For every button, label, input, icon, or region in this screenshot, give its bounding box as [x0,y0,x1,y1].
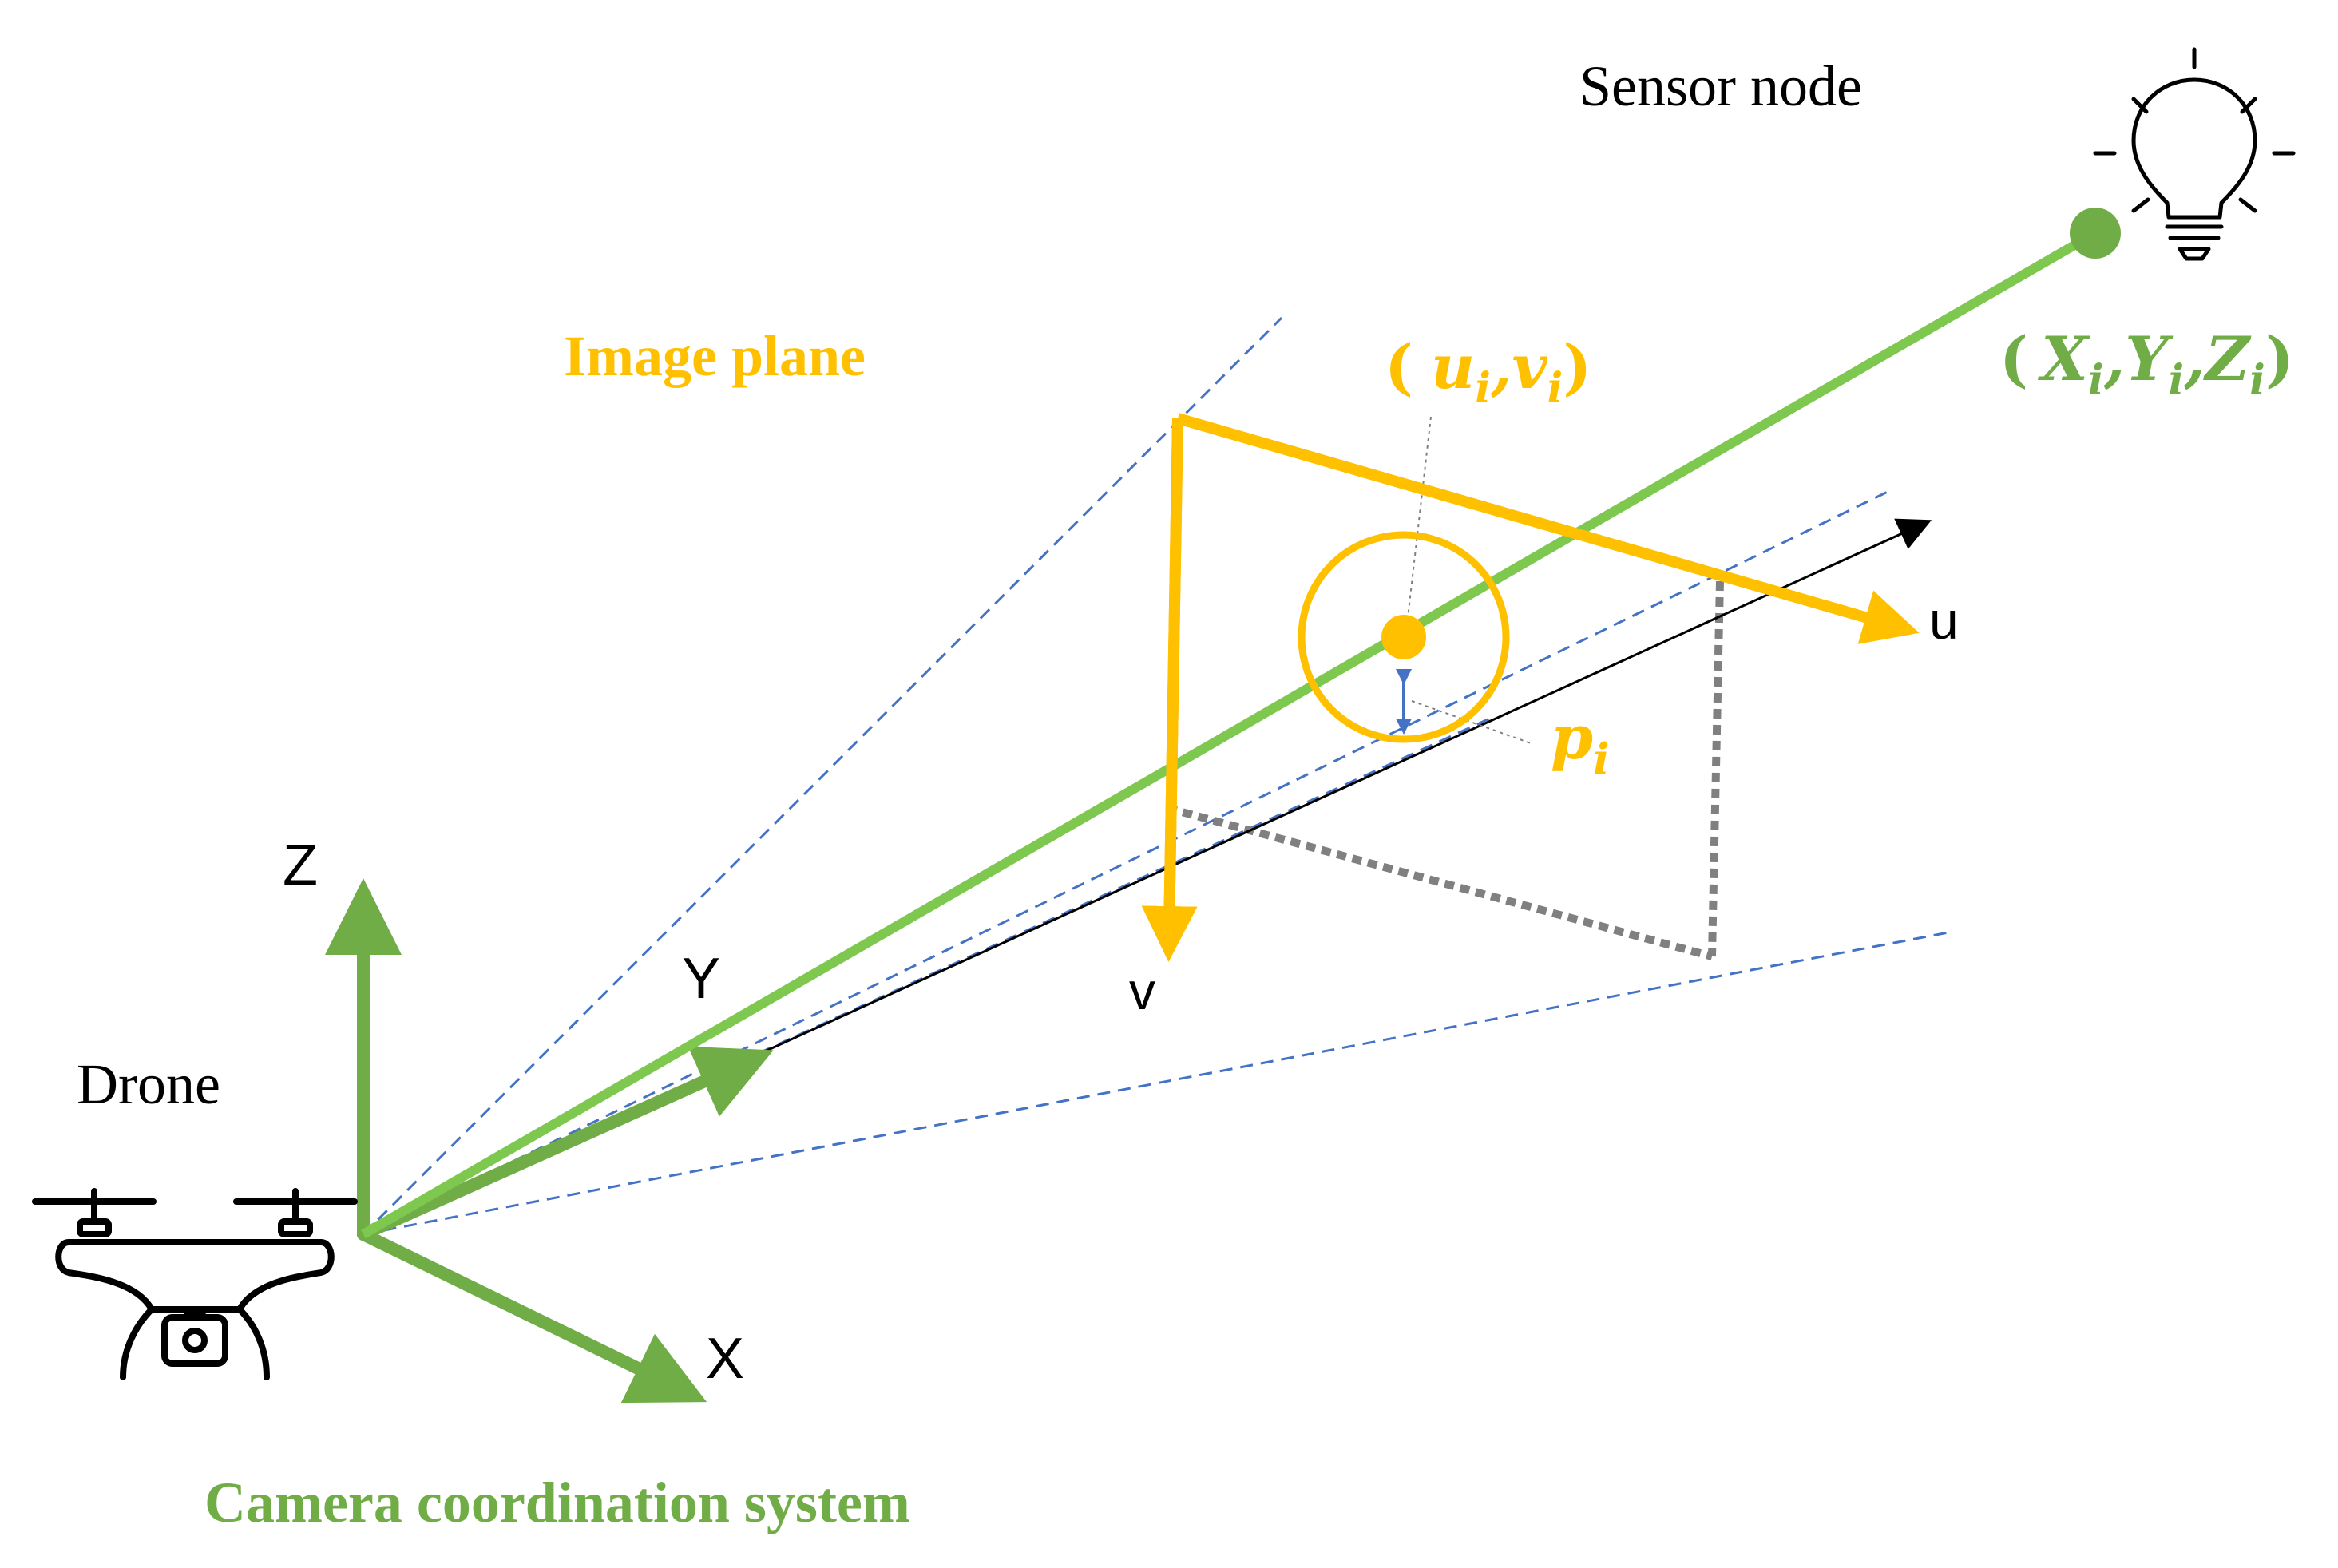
image-plane-v-axis [1141,418,1198,962]
axis-z-label: Z [283,833,318,897]
ray-to-sensor [360,228,2098,1239]
view-frustum [362,316,1949,1236]
camera-axes [325,878,774,1404]
projected-point [1381,615,1426,659]
frustum-edge-top [362,316,1283,1236]
leader-lines [1405,416,1534,745]
axis-x-label: X [706,1327,744,1391]
axis-u-label: u [1929,591,1959,650]
axis-y-line [357,1046,774,1241]
image-plane-label: Image plane [564,324,866,388]
pixel-coord-label: (ui,vi) [1385,331,1591,413]
camera-system-label: Camera coordination system [204,1471,910,1534]
axis-y-label: Y [682,947,720,1011]
projection-guides [1166,580,1724,960]
image-plane [1141,413,1920,962]
drone-label: Drone [77,1052,220,1116]
leader-pixel-coord [1405,416,1432,639]
frustum-edge-upper [363,489,1892,1236]
guide-vertical [1708,580,1724,957]
world-coord-label: (Xi,Yi,Zi) [1999,323,2294,405]
sensor-node-label: Sensor node [1579,54,1862,118]
drone-icon [32,1188,358,1380]
frustum-edge-bottom [363,931,1949,1236]
p-label: pi [1551,702,1610,785]
axis-v-label: v [1129,961,1155,1020]
image-plane-u-axis [1176,413,1920,644]
detection-circle [1298,531,1510,743]
lightbulb-icon [2093,47,2296,261]
guide-horizontal [1166,804,1714,960]
sensor-node-point [2070,208,2121,259]
axis-x-line [357,1228,707,1404]
